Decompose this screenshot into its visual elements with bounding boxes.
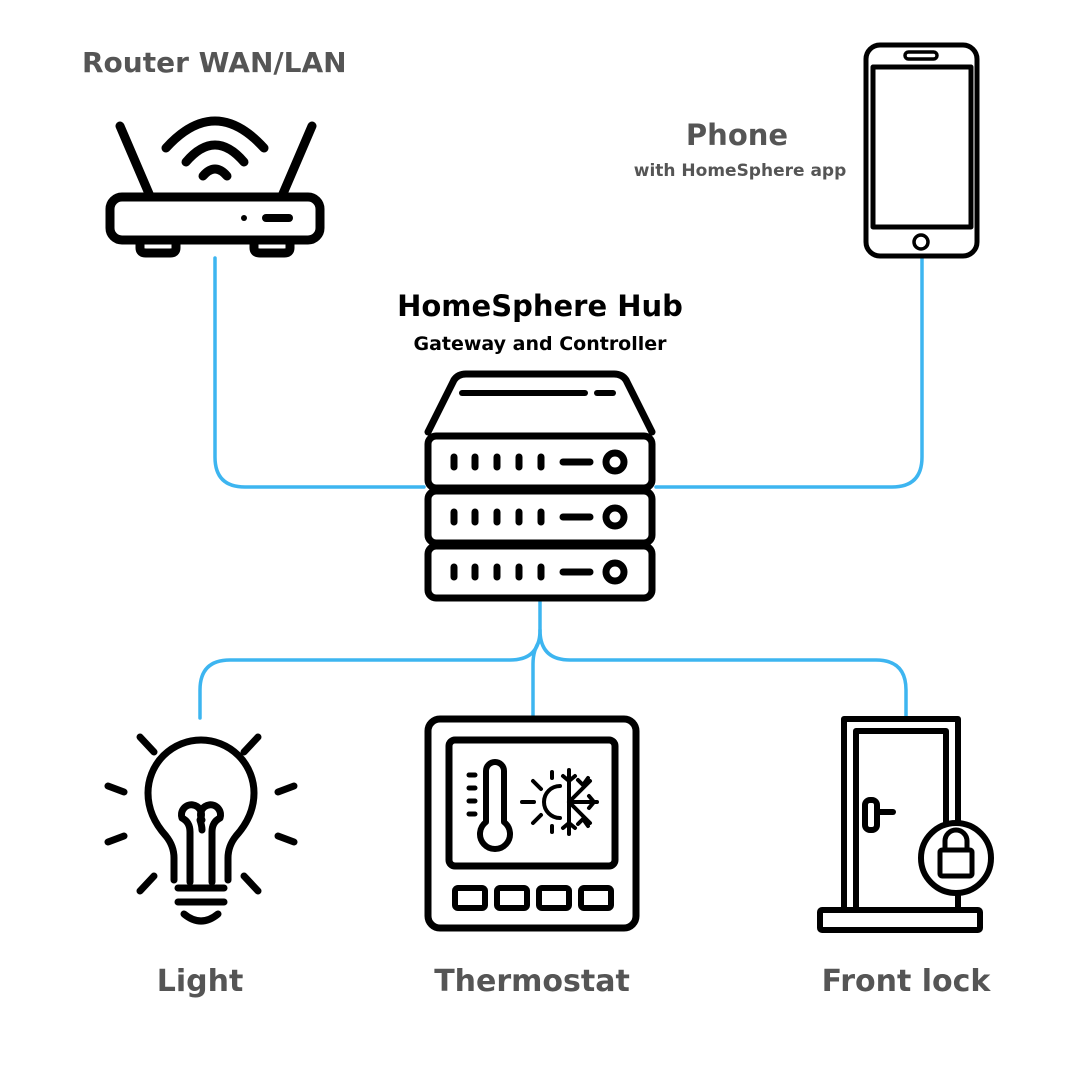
thermostat-icon: [424, 715, 640, 932]
thermostat-label: Thermostat: [434, 964, 630, 999]
hub-top-lid: [424, 370, 656, 436]
smartphone-icon: [863, 42, 980, 259]
light-label: Light: [156, 964, 244, 999]
door-lock-icon: [817, 716, 994, 933]
hub-lock-link: [538, 628, 908, 718]
thermostat-buttons: [452, 885, 614, 911]
wifi-router-icon: [105, 116, 325, 258]
lightbulb-icon: [104, 733, 298, 925]
hub-unit-2: [424, 487, 656, 547]
hub-light-link: [198, 598, 542, 720]
server-stack-icon: [424, 370, 656, 602]
front-lock-label: Front lock: [821, 964, 991, 999]
hub-unit-1: [424, 432, 656, 492]
phone-sublabel: with HomeSphere app: [633, 161, 847, 181]
router-hub-link: [213, 256, 426, 489]
hub-label: HomeSphere Hub: [397, 289, 683, 323]
hub-thermostat-link: [531, 638, 542, 718]
thermometer-icon: [477, 759, 513, 852]
hub-sublabel: Gateway and Controller: [413, 333, 667, 355]
phone-hub-link: [654, 256, 924, 489]
router-label: Router WAN/LAN: [82, 46, 347, 79]
phone-label: Phone: [685, 118, 789, 152]
connection-lines: [198, 256, 924, 720]
hub-unit-3: [424, 542, 656, 602]
sun-snow-icon: [520, 768, 599, 836]
